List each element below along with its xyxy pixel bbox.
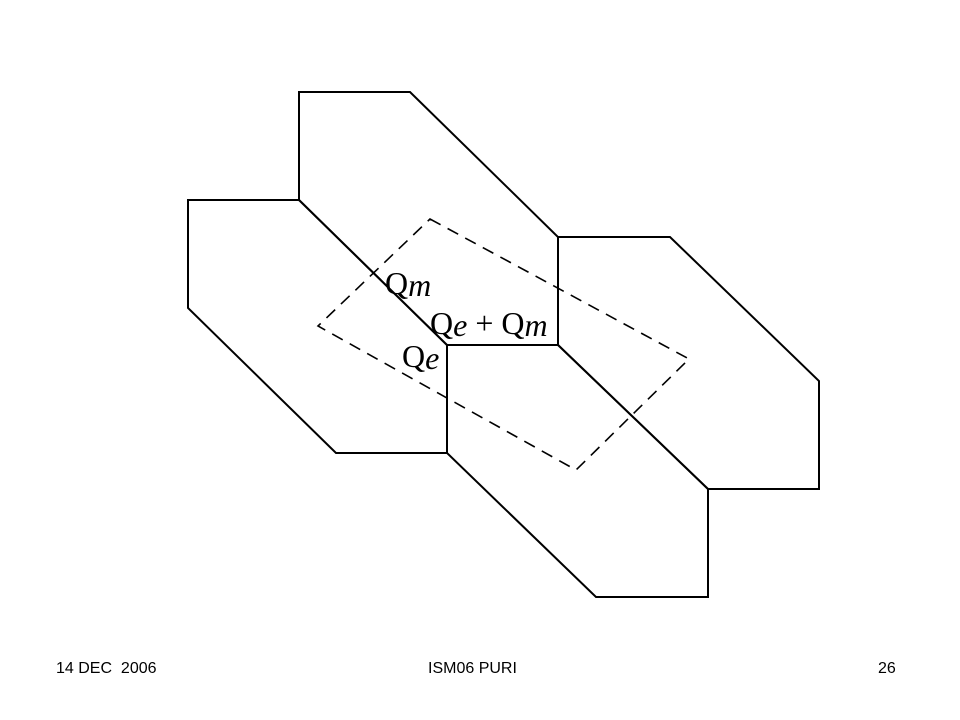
label-qm: Qm [385, 265, 431, 303]
label-qe-plus-qm: Qe+Qm [430, 305, 548, 343]
hexagon-bottom [446, 344, 709, 598]
label-qe: Qe [402, 338, 439, 376]
footer-date: 14 DEC 2006 [56, 660, 157, 677]
footer-title: ISM06 PURI [428, 660, 517, 677]
footer-page-number: 26 [878, 660, 896, 677]
hexagon-right [557, 236, 820, 490]
